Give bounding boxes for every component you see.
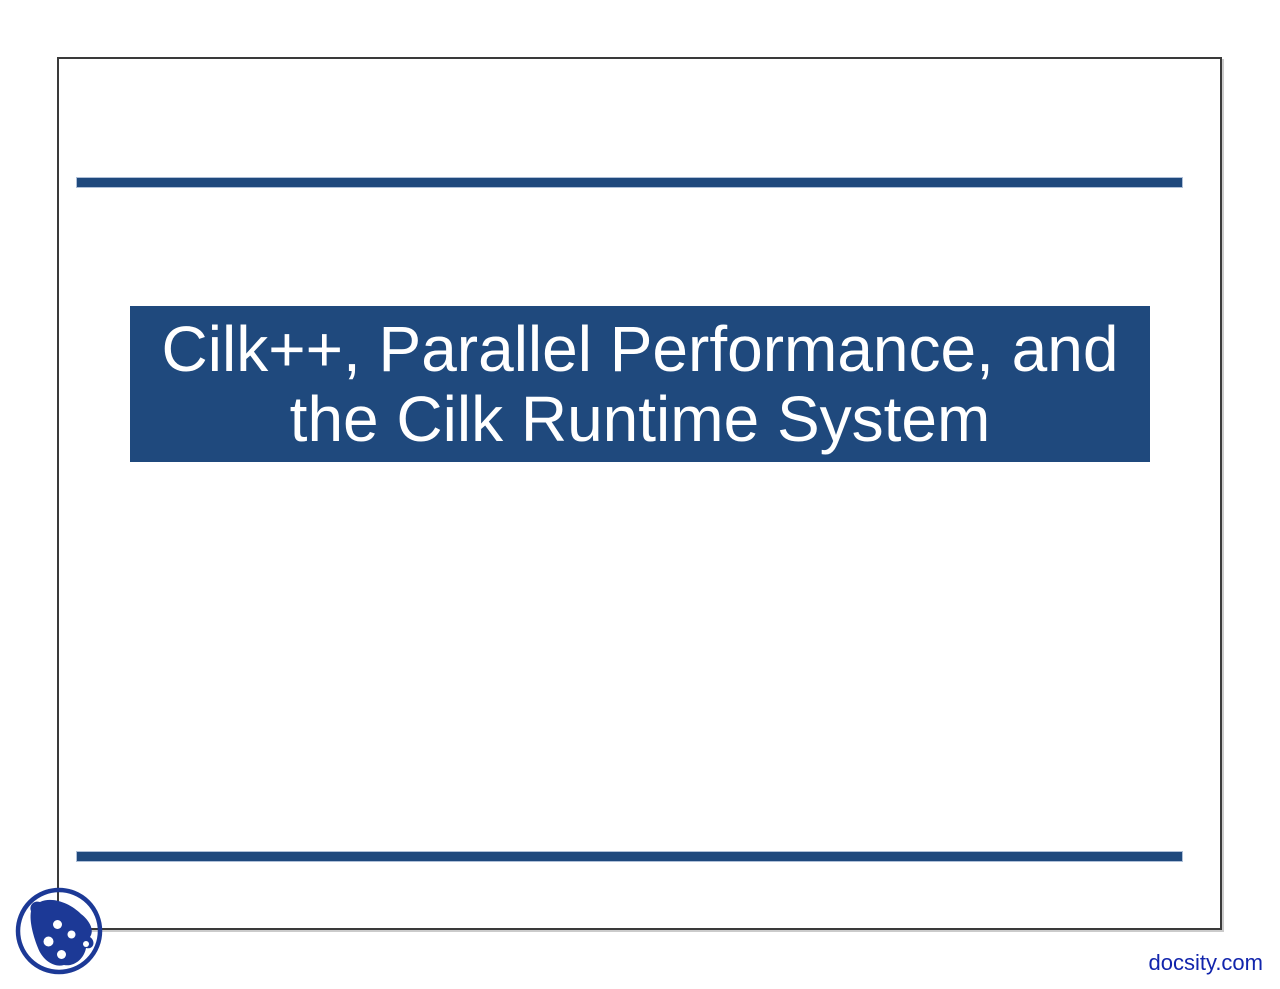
slide-title-line-1: Cilk++, Parallel Performance, and: [161, 313, 1119, 385]
docsity-logo-icon[interactable]: [15, 886, 105, 976]
bottom-rule: [76, 851, 1183, 862]
top-rule: [76, 177, 1183, 188]
docsity-link[interactable]: docsity.com: [1148, 950, 1263, 975]
slide-title-line-2: the Cilk Runtime System: [289, 383, 991, 455]
slide-frame: [57, 57, 1222, 930]
slide-title-box: Cilk++, Parallel Performance, and the Ci…: [130, 306, 1150, 462]
